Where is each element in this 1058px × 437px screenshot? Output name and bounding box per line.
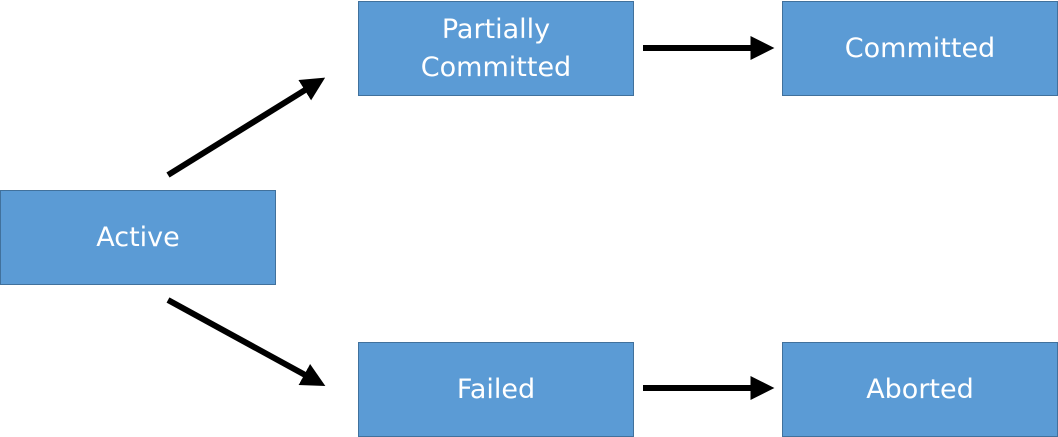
- state-failed: Failed: [358, 342, 634, 437]
- state-active: Active: [0, 190, 276, 285]
- state-active-label: Active: [96, 221, 180, 253]
- arrow-active-to-partially-committed: [166, 77, 326, 178]
- state-aborted-label: Aborted: [866, 373, 974, 405]
- state-committed: Committed: [782, 1, 1058, 96]
- state-partially-committed-label-line1: Partially: [441, 13, 551, 45]
- state-committed-label: Committed: [844, 32, 996, 64]
- state-partially-committed: Partially Committed: [358, 1, 634, 96]
- state-partially-committed-label-line2: Committed: [420, 51, 572, 83]
- state-aborted: Aborted: [782, 342, 1058, 437]
- state-failed-label: Failed: [456, 373, 536, 405]
- arrow-active-to-failed: [166, 297, 326, 387]
